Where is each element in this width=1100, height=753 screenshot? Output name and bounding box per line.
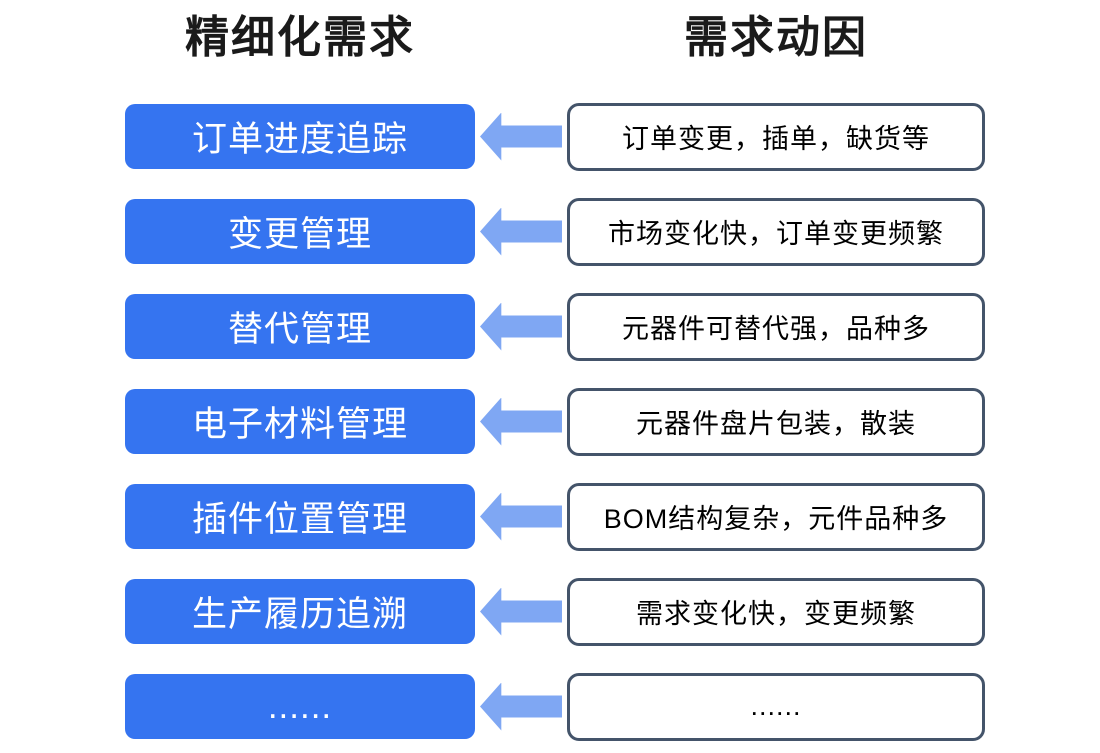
diagram-row: 变更管理 市场变化快，订单变更频繁 bbox=[125, 197, 1100, 266]
diagram-row: 替代管理 元器件可替代强，品种多 bbox=[125, 292, 1100, 361]
header-spacer bbox=[475, 12, 567, 64]
diagram-row: 电子材料管理 元器件盘片包装，散装 bbox=[125, 387, 1100, 456]
diagram-row: 订单进度追踪 订单变更，插单，缺货等 bbox=[125, 102, 1100, 171]
left-arrow-icon bbox=[480, 302, 562, 351]
diagram-rows: 订单进度追踪 订单变更，插单，缺货等 变更管理 市场变化快，订单变更频繁 替代管… bbox=[125, 102, 1100, 741]
column-headers: 精细化需求 需求动因 bbox=[125, 12, 1100, 64]
requirement-box: 电子材料管理 bbox=[125, 389, 475, 454]
driver-box: 市场变化快，订单变更频繁 bbox=[567, 197, 985, 266]
arrow-cell bbox=[475, 682, 567, 731]
arrow-cell bbox=[475, 207, 567, 256]
diagram-row: ...... ...... bbox=[125, 672, 1100, 741]
left-arrow-icon bbox=[480, 112, 562, 161]
diagram-row: 生产履历追溯 需求变化快，变更频繁 bbox=[125, 577, 1100, 646]
column-header-refined-requirements: 精细化需求 bbox=[185, 13, 415, 62]
driver-box: 元器件盘片包装，散装 bbox=[567, 387, 985, 456]
driver-box: ...... bbox=[567, 672, 985, 741]
left-arrow-icon bbox=[480, 397, 562, 446]
requirement-box: 插件位置管理 bbox=[125, 484, 475, 549]
requirement-box: ...... bbox=[125, 674, 475, 739]
requirement-box: 替代管理 bbox=[125, 294, 475, 359]
arrow-cell bbox=[475, 302, 567, 351]
driver-box: BOM结构复杂，元件品种多 bbox=[567, 482, 985, 551]
requirement-box: 生产履历追溯 bbox=[125, 579, 475, 644]
left-arrow-icon bbox=[480, 492, 562, 541]
left-arrow-icon bbox=[480, 682, 562, 731]
diagram-row: 插件位置管理 BOM结构复杂，元件品种多 bbox=[125, 482, 1100, 551]
driver-box: 需求变化快，变更频繁 bbox=[567, 577, 985, 646]
arrow-cell bbox=[475, 587, 567, 636]
column-header-demand-drivers: 需求动因 bbox=[684, 13, 868, 62]
arrow-cell bbox=[475, 397, 567, 446]
left-arrow-icon bbox=[480, 587, 562, 636]
requirement-box: 订单进度追踪 bbox=[125, 104, 475, 169]
driver-box: 订单变更，插单，缺货等 bbox=[567, 102, 985, 171]
left-arrow-icon bbox=[480, 207, 562, 256]
arrow-cell bbox=[475, 492, 567, 541]
arrow-cell bbox=[475, 112, 567, 161]
driver-box: 元器件可替代强，品种多 bbox=[567, 292, 985, 361]
requirement-box: 变更管理 bbox=[125, 199, 475, 264]
